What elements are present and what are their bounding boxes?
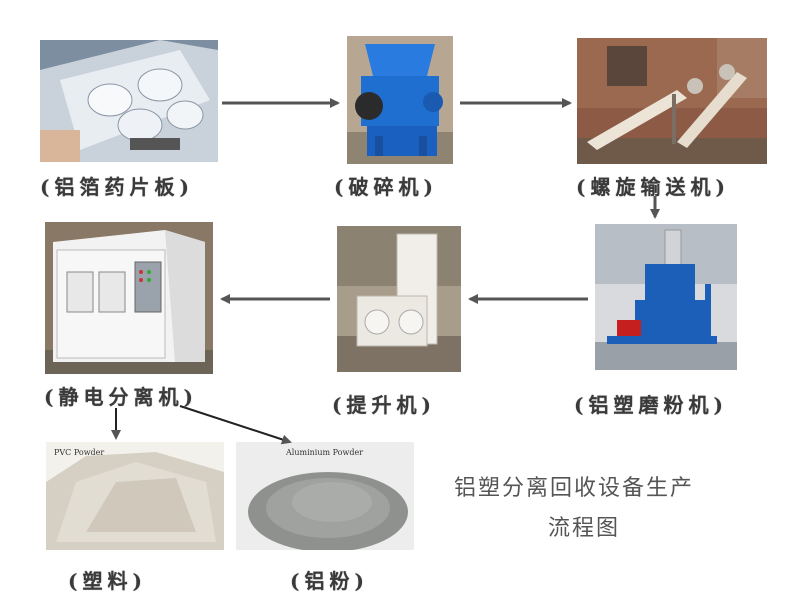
aluminum-powder-photo — [236, 442, 414, 550]
screw-caption: (螺旋输送机) — [576, 175, 730, 199]
grinding-mill-photo — [595, 224, 737, 370]
lifter-caption: (提升机) — [332, 393, 436, 417]
crusher-caption: (破碎机) — [334, 175, 438, 199]
foil-blister-photo — [40, 40, 218, 162]
plastic-powder-photo — [46, 442, 224, 550]
plastic-photo-label: PVC Powder — [54, 448, 105, 457]
arrow-separator-to-aluminum — [179, 405, 292, 445]
aluminum-caption: (铝粉) — [290, 569, 369, 593]
screw-conveyor-photo — [577, 38, 767, 164]
plastic-caption: (塑料) — [68, 569, 147, 593]
diagram-title-line2: 流程图 — [548, 516, 621, 541]
foil-caption: (铝箔药片板) — [40, 175, 194, 199]
lifter-photo — [337, 226, 461, 372]
mill-caption: (铝塑磨粉机) — [574, 393, 728, 417]
electrostatic-separator-photo — [45, 222, 213, 374]
separator-caption: (静电分离机) — [44, 385, 198, 409]
diagram-title-line1: 铝塑分离回收设备生产 — [454, 476, 695, 501]
aluminum-photo-label: Aluminium Powder — [286, 448, 364, 457]
crusher-photo — [347, 36, 453, 164]
